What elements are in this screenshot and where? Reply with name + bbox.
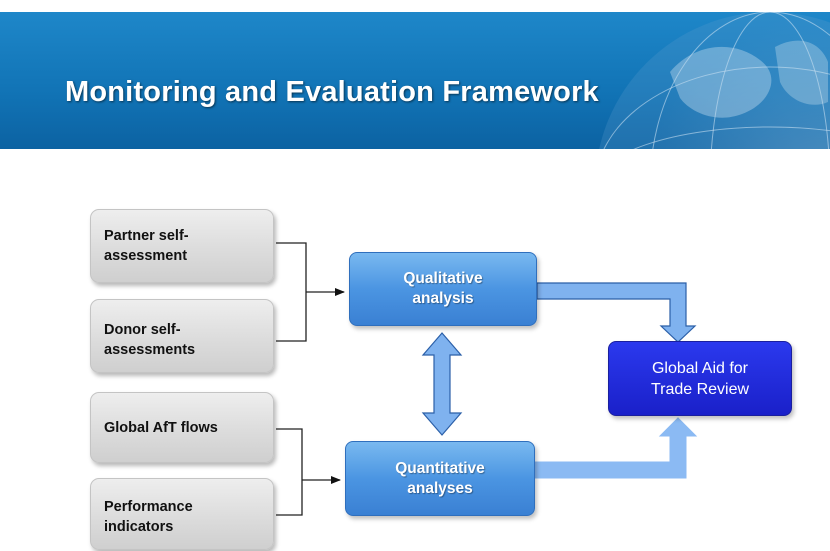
globe-decoration-icon	[599, 12, 830, 149]
qualitative-to-review-arrow-icon	[536, 282, 697, 343]
input-box-aft-flows: Global AfT flows	[90, 392, 274, 463]
input-box-donor: Donor self- assessments	[90, 299, 274, 373]
qualitative-analysis-box: Qualitative analysis	[349, 252, 537, 326]
global-aid-for-trade-review-label: Global Aid for Trade Review	[650, 359, 750, 398]
page-title: Monitoring and Evaluation Framework	[65, 76, 599, 108]
donor-self-assessments-label: Donor self- assessments	[104, 322, 196, 358]
header-banner: Monitoring and Evaluation Framework	[0, 12, 830, 149]
bracket-connector-bottom	[276, 428, 341, 516]
quantitative-analyses-label: Quantitative analyses	[395, 459, 485, 497]
performance-indicators-label: Performance indicators	[104, 499, 193, 535]
quantitative-to-review-arrow-icon	[534, 417, 698, 479]
qualitative-analysis-label: Qualitative analysis	[403, 270, 483, 307]
quantitative-analyses-box: Quantitative analyses	[345, 441, 535, 516]
global-aft-flows-label: Global AfT flows	[104, 419, 218, 436]
bracket-connector-top	[276, 242, 345, 342]
input-box-indicators: Performance indicators	[90, 478, 274, 550]
partner-self-assessment-label: Partner self- assessment	[104, 228, 189, 264]
input-box-partner: Partner self- assessment	[90, 209, 274, 283]
bidirectional-arrow-icon	[421, 332, 463, 436]
global-aid-for-trade-review-box: Global Aid for Trade Review	[608, 341, 792, 416]
